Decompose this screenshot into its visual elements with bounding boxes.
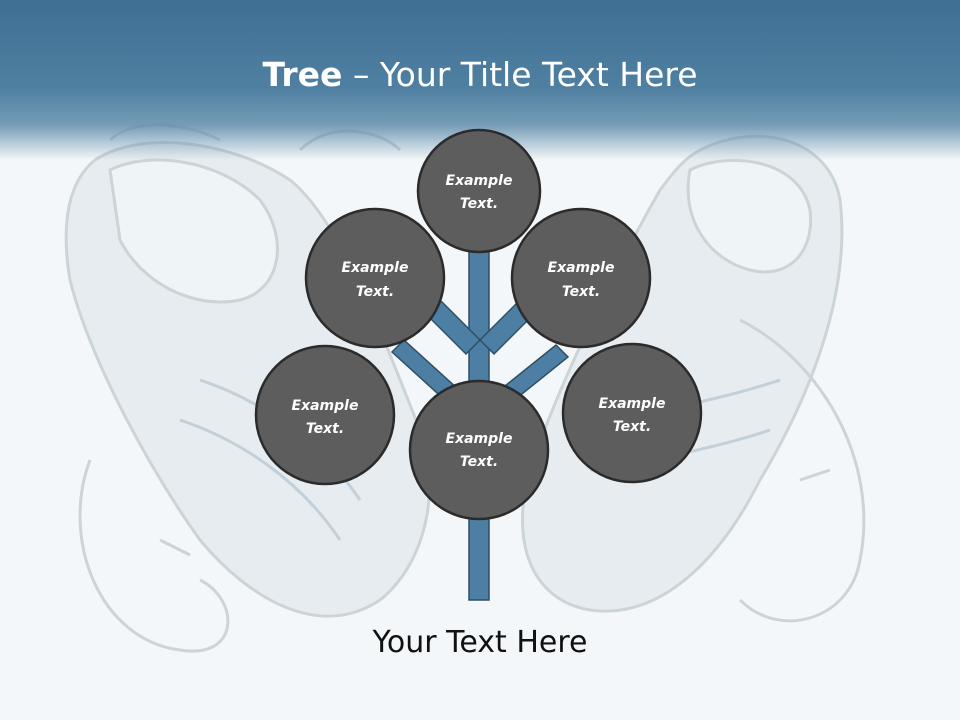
tree-node-label-line2: Text. — [460, 454, 498, 470]
tree-node-label-line1: Example — [548, 260, 615, 276]
tree-node-label-line1: Example — [599, 396, 666, 412]
tree-node-label-line1: Example — [446, 173, 513, 189]
tree-node-circle — [254, 344, 396, 486]
tree-node-center: Example Text. — [408, 379, 550, 521]
tree-node-circle — [408, 379, 550, 521]
tree-node-upper-left: Example Text. — [304, 207, 446, 349]
tree-node-label-line2: Text. — [306, 421, 344, 437]
tree-node-label-line2: Text. — [562, 284, 600, 300]
tree-node-label-line2: Text. — [460, 196, 498, 212]
tree-node-lower-left: Example Text. — [254, 344, 396, 486]
slide-title: Tree – Your Title Text Here — [0, 50, 960, 100]
tree-node-upper-right: Example Text. — [510, 207, 652, 349]
tree-node-label-line1: Example — [292, 398, 359, 414]
tree-node-label-line2: Text. — [356, 284, 394, 300]
tree-node-label-line2: Text. — [613, 419, 651, 435]
tree-node-circle — [510, 207, 652, 349]
tree-node-circle — [561, 342, 703, 484]
tree-node-label-line1: Example — [342, 260, 409, 276]
tree-node-lower-right: Example Text. — [561, 342, 703, 484]
title-rest: – Your Title Text Here — [342, 55, 698, 94]
tree-node-circle — [304, 207, 446, 349]
tree-node-label-line1: Example — [446, 431, 513, 447]
caption-text: Your Text Here — [372, 625, 588, 660]
title-bold: Tree — [262, 55, 343, 94]
tree-node-circle — [416, 128, 542, 254]
tree-node-top: Example Text. — [416, 128, 542, 254]
